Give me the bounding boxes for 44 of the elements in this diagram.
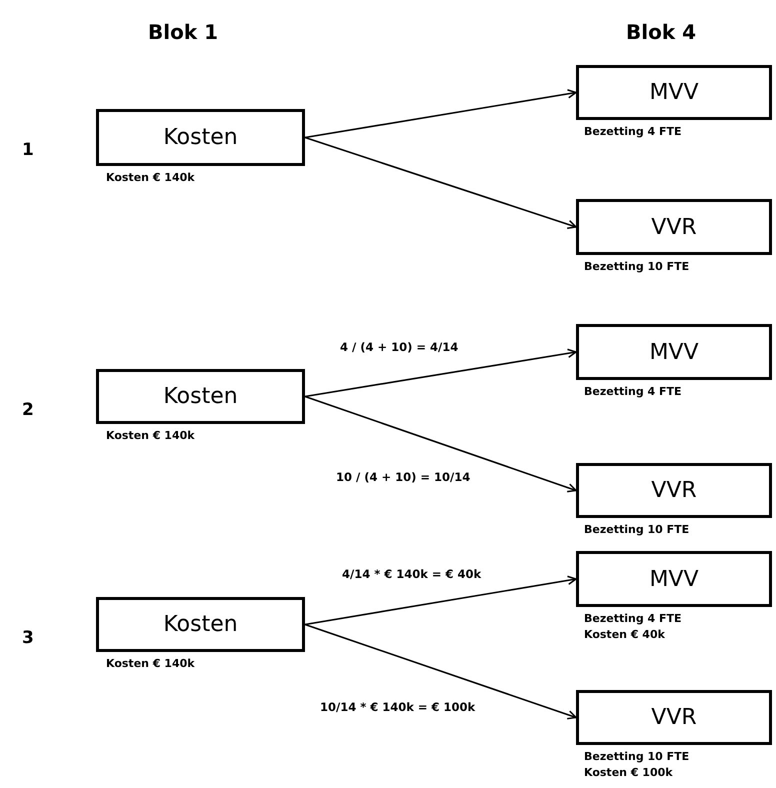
box-label: VVR	[651, 705, 697, 730]
row-number: 1	[22, 140, 34, 160]
process-box	[576, 65, 772, 120]
box-label: MVV	[649, 340, 699, 364]
note-text: Bezetting 4 FTE	[584, 384, 682, 399]
column-heading: Blok 4	[626, 20, 696, 44]
edge-label: 10 / (4 + 10) = 10/14	[334, 470, 472, 484]
arrow	[304, 89, 577, 138]
process-box	[576, 690, 772, 745]
note-text: Kosten € 140k	[106, 170, 195, 185]
box-label: Kosten	[163, 125, 238, 150]
arrow	[304, 396, 577, 492]
process-box	[576, 551, 772, 607]
box-label: Kosten	[163, 612, 238, 637]
box-label: MVV	[649, 80, 699, 105]
note-text: Bezetting 4 FTE	[584, 124, 682, 139]
row-number: 3	[22, 628, 34, 648]
process-box	[576, 324, 772, 380]
process-box	[576, 463, 772, 518]
row-number: 2	[22, 400, 34, 420]
edge-label: 4/14 * € 140k = € 40k	[340, 567, 484, 581]
edge-label: 10/14 * € 140k = € 100k	[318, 700, 478, 714]
arrow	[304, 624, 577, 720]
box-label: MVV	[649, 566, 699, 592]
process-box	[96, 597, 305, 652]
note-text: Kosten € 100k	[584, 765, 673, 780]
note-text: Bezetting 10 FTE	[584, 749, 690, 764]
edge-label: 4 / (4 + 10) = 4/14	[338, 340, 460, 354]
note-text: Kosten € 140k	[106, 428, 195, 443]
arrow	[304, 576, 577, 626]
note-text: Bezetting 4 FTE	[584, 611, 682, 626]
box-label: VVR	[651, 214, 697, 240]
arrow	[304, 136, 577, 230]
note-text: Kosten € 140k	[106, 656, 195, 671]
process-box	[96, 109, 305, 166]
note-text: Bezetting 10 FTE	[584, 522, 690, 537]
box-label: VVR	[651, 478, 697, 503]
column-heading: Blok 1	[148, 20, 218, 44]
process-box	[96, 369, 305, 424]
box-label: Kosten	[163, 384, 238, 409]
note-text: Bezetting 10 FTE	[584, 259, 690, 274]
process-box	[576, 199, 772, 255]
note-text: Kosten € 40k	[584, 627, 665, 642]
arrow	[304, 348, 577, 398]
